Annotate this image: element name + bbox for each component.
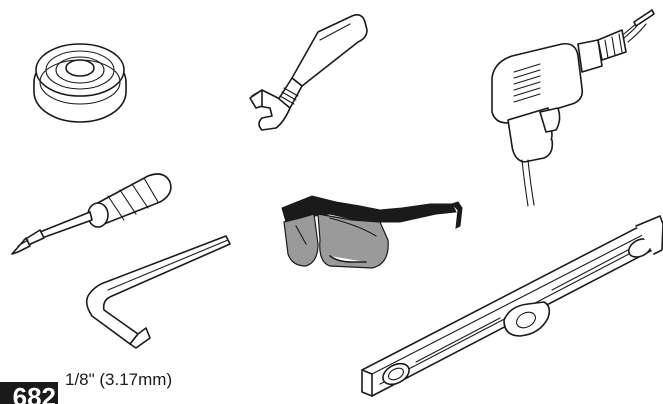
size-callout: 1/8" (3.17mm): [65, 370, 173, 389]
power-drill-icon: [491, 9, 655, 207]
level-icon: [361, 215, 663, 397]
hex-key-icon: [85, 235, 231, 349]
tape-roll-icon: [33, 43, 127, 123]
safety-glasses-icon: [281, 195, 463, 269]
adjustable-wrench-icon: [249, 14, 368, 131]
figure-number: 682: [0, 382, 58, 404]
phillips-screwdriver-icon: [11, 173, 172, 255]
